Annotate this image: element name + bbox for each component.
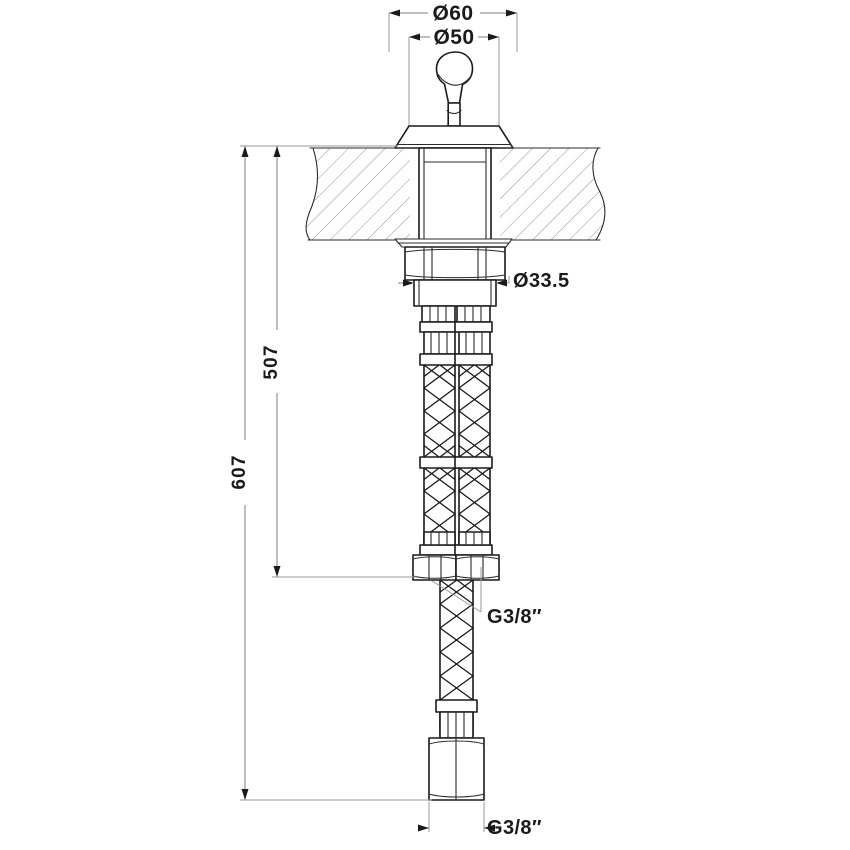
threaded-shank	[413, 279, 497, 307]
dimension-thread-g38-lower: G3/8″	[418, 802, 542, 839]
braided-hose-left	[419, 305, 458, 556]
dimension-label-diameter-33-5: Ø33.5	[513, 270, 569, 292]
dimension-label-diameter-60: Ø60	[433, 2, 474, 25]
dimension-diameter-50: Ø50	[408, 26, 500, 130]
braid-pattern-left-a	[423, 364, 456, 458]
label-text-thread-g38-upper: G3/8″	[487, 606, 542, 628]
dimension-label-diameter-50: Ø50	[434, 26, 475, 49]
label-text-thread-g38-lower: G3/8″	[487, 817, 542, 839]
braided-hose-right	[454, 305, 493, 556]
braid-pattern-right-a	[458, 364, 491, 458]
dimension-diameter-33-5: Ø33.5	[398, 270, 569, 292]
mounting-nut	[404, 246, 506, 281]
braid-pattern-lower	[439, 579, 474, 701]
countertop-section	[305, 147, 606, 241]
dimension-label-height-607: 607	[229, 454, 250, 489]
mounting-washer	[394, 238, 513, 248]
lower-braided-hose	[435, 579, 478, 739]
dimension-height-507: 507	[261, 146, 416, 578]
lower-connector-nut	[428, 737, 485, 801]
dimension-height-607: 607	[229, 145, 432, 801]
hose-coupling-nuts	[412, 554, 500, 581]
tap-body-shank	[418, 147, 492, 241]
escutcheon-flange	[394, 125, 514, 149]
braided-hose-pair	[419, 305, 493, 556]
dimension-diameter-60: Ø60	[388, 2, 518, 52]
dimension-label-height-507: 507	[261, 344, 282, 379]
lever-handle	[435, 51, 474, 127]
label-thread-g38-upper: G3/8″	[431, 567, 542, 628]
